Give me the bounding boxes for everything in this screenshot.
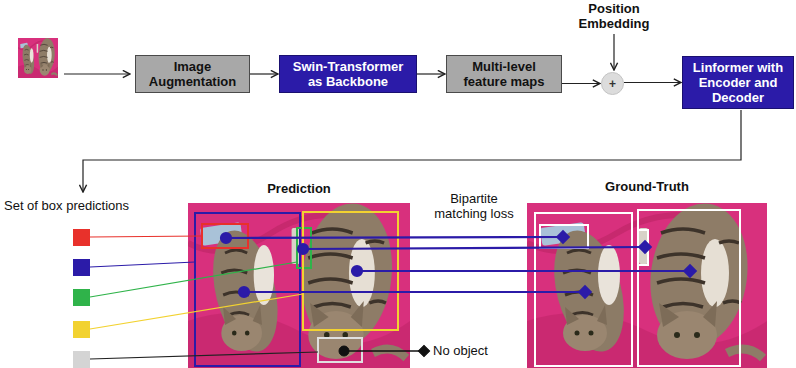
match-dot	[298, 244, 308, 254]
match-dot	[352, 266, 362, 276]
input-thumbnail	[18, 37, 58, 78]
blue-box	[195, 213, 300, 366]
match-dot	[221, 233, 231, 243]
output-label: Set of box predictions	[4, 198, 174, 213]
green-square	[73, 289, 90, 306]
blue-square	[73, 259, 90, 276]
flow-arrow	[417, 73, 445, 74]
matching-line	[303, 247, 645, 249]
match-diamond	[639, 241, 650, 252]
pointer-line	[344, 350, 420, 352]
flow-arrow	[562, 83, 600, 84]
red-box	[202, 224, 248, 248]
no-object-pointer	[339, 345, 430, 356]
match-dot	[239, 287, 249, 297]
ground-truth-photo	[527, 197, 767, 368]
backbone-box: Swin-Transformer as Backbone	[279, 55, 417, 93]
leader-lines	[90, 236, 318, 359]
match-diamond	[684, 265, 695, 276]
input-label: Position Embedding	[572, 1, 656, 31]
red-square	[73, 229, 90, 246]
yellow-square	[73, 321, 90, 338]
note-label: No object	[433, 343, 523, 358]
leader-line	[90, 294, 303, 329]
pointer-dot	[339, 346, 349, 356]
match-diamond	[557, 231, 568, 242]
prediction-photo	[188, 197, 410, 368]
transformer-box: Linformer with Encoder and Decoder	[682, 56, 794, 109]
leader-line	[90, 262, 195, 267]
matching-line	[357, 270, 690, 272]
match-diamond	[579, 286, 590, 297]
gray-box	[318, 338, 362, 362]
matching-line	[226, 237, 563, 238]
ground-truth-boxes	[535, 210, 740, 366]
process-box: Image Augmentation	[135, 55, 250, 93]
panel-title: Prediction	[188, 181, 410, 196]
matching-line	[244, 291, 585, 293]
matching-lines	[221, 231, 696, 297]
panel-title: Ground-Truth	[527, 179, 767, 194]
box-text: Multi-level feature maps	[447, 59, 561, 89]
leader-line	[90, 352, 318, 359]
input-arrow	[64, 73, 130, 74]
embedding-arrow	[613, 34, 614, 70]
flow-arrow	[250, 73, 278, 74]
leader-line	[90, 236, 202, 237]
process-box: Multi-level feature maps	[446, 55, 562, 93]
flow-arrow	[624, 82, 681, 83]
sum-circle: +	[601, 72, 624, 95]
color-squares	[73, 229, 90, 368]
gray-square	[73, 351, 90, 368]
box-text: Swin-Transformer as Backbone	[280, 59, 416, 89]
loss-label: Bipartite matching loss	[428, 191, 520, 221]
box-text: Linformer with Encoder and Decoder	[683, 60, 793, 105]
gt-box	[638, 210, 740, 366]
predicted-boxes	[195, 212, 398, 366]
box-text: +	[609, 78, 616, 90]
box-text: Image Augmentation	[136, 59, 249, 89]
pointer-diamond	[418, 345, 429, 356]
